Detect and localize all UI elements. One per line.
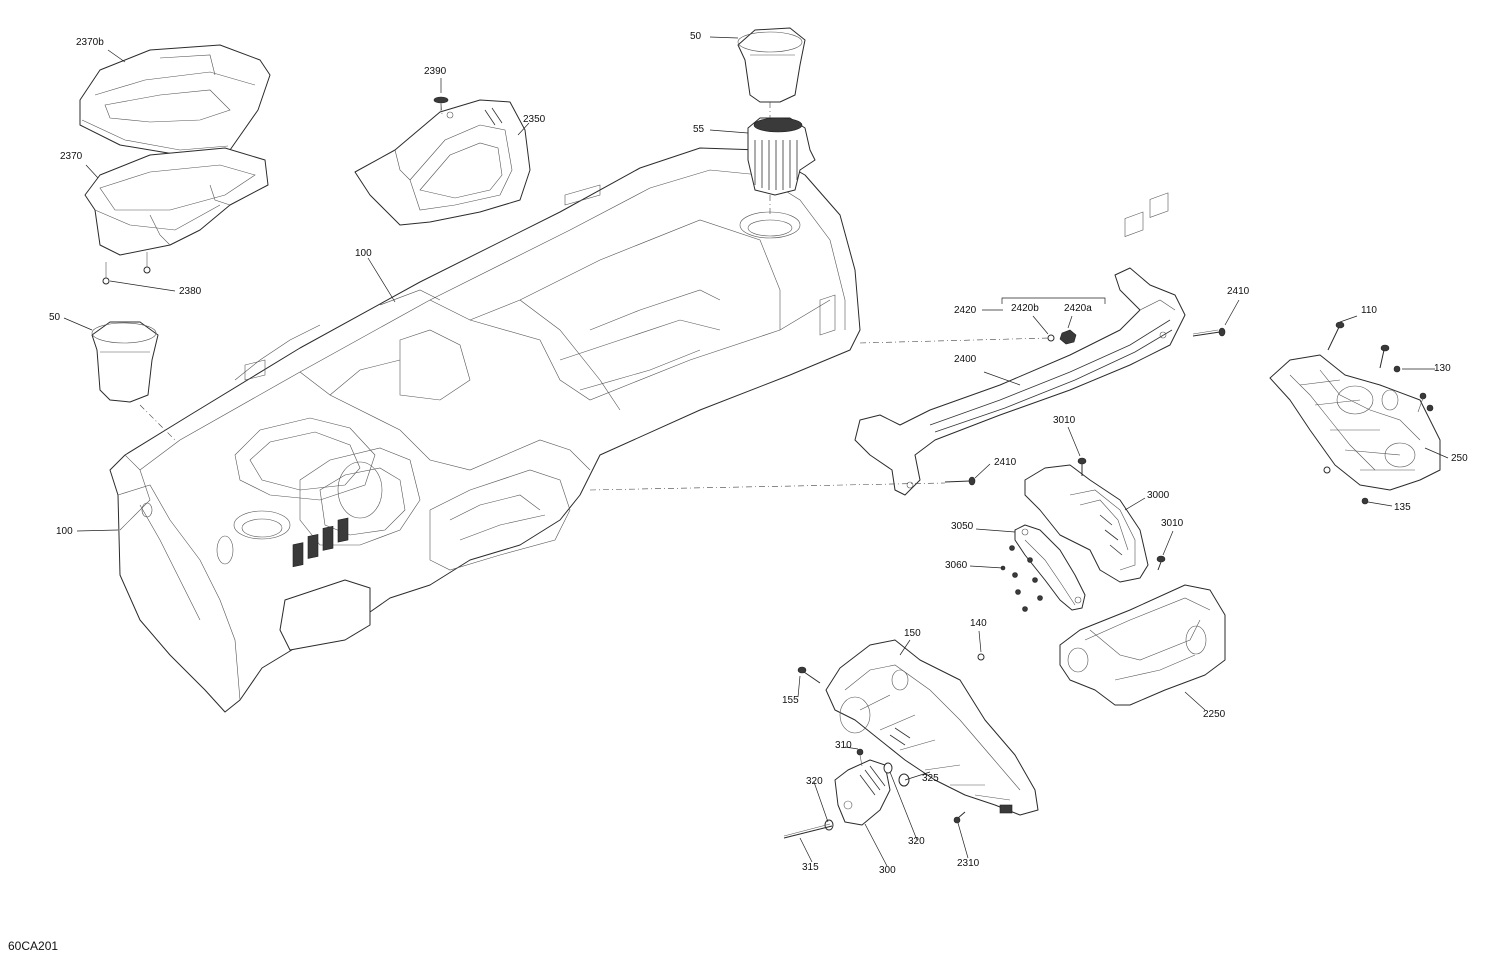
cup-holder-sleeve-55 bbox=[747, 117, 816, 196]
callout-2380: 2380 bbox=[179, 286, 202, 297]
nut-140 bbox=[977, 653, 985, 661]
callout-320-left: 320 bbox=[806, 776, 823, 787]
callout-3060: 3060 bbox=[945, 560, 968, 571]
callout-3000: 3000 bbox=[1147, 490, 1170, 501]
callout-135: 135 bbox=[1394, 502, 1411, 513]
hinge-bracket-300 bbox=[834, 759, 891, 826]
callout-2410-left: 2410 bbox=[994, 457, 1017, 468]
callout-2420b: 2420b bbox=[1011, 303, 1039, 314]
callout-55: 55 bbox=[693, 124, 705, 135]
callout-100-left: 100 bbox=[56, 526, 73, 537]
grab-bar-2400 bbox=[854, 267, 1186, 496]
callout-300: 300 bbox=[879, 865, 896, 876]
bolts-130 bbox=[1393, 365, 1434, 413]
screws-3010 bbox=[1077, 457, 1166, 571]
callout-3050: 3050 bbox=[951, 521, 974, 532]
callout-250: 250 bbox=[1451, 453, 1468, 464]
storage-bin-2370 bbox=[84, 147, 269, 256]
fasteners-2380 bbox=[102, 252, 151, 285]
callout-2420a: 2420a bbox=[1064, 303, 1092, 314]
callout-320-bottom: 320 bbox=[908, 836, 925, 847]
figure-code: 60CA201 bbox=[8, 939, 59, 953]
washer-2420b bbox=[1047, 334, 1055, 342]
dashboard-body bbox=[109, 147, 861, 713]
bolt-155 bbox=[797, 666, 821, 684]
washer-310 bbox=[856, 748, 864, 767]
callout-2350: 2350 bbox=[523, 114, 546, 125]
cover-3000 bbox=[1024, 464, 1149, 583]
screw-2410-left bbox=[944, 476, 976, 486]
bolts-110 bbox=[1327, 321, 1390, 369]
callout-2310: 2310 bbox=[957, 858, 980, 869]
callout-2400: 2400 bbox=[954, 354, 977, 365]
leader-lines bbox=[63, 36, 1449, 867]
callout-155: 155 bbox=[782, 695, 799, 706]
callout-310: 310 bbox=[835, 740, 852, 751]
callout-2390: 2390 bbox=[424, 66, 447, 77]
callout-3010-right: 3010 bbox=[1161, 518, 1184, 529]
bracket-150 bbox=[825, 639, 1039, 816]
callout-2370: 2370 bbox=[60, 151, 83, 162]
bolt-2310 bbox=[953, 811, 966, 824]
cap-2390 bbox=[433, 96, 449, 112]
callout-2410-right: 2410 bbox=[1227, 286, 1250, 297]
assembly-lines bbox=[139, 102, 1051, 491]
callout-2250: 2250 bbox=[1203, 709, 1226, 720]
nut-2420a bbox=[1059, 329, 1077, 345]
callout-2420: 2420 bbox=[954, 305, 977, 316]
callout-150: 150 bbox=[904, 628, 921, 639]
callout-50-top: 50 bbox=[690, 31, 702, 42]
nuts-3060 bbox=[1000, 545, 1043, 612]
callout-325: 325 bbox=[922, 773, 939, 784]
callout-130: 130 bbox=[1434, 363, 1451, 374]
bracket-3050 bbox=[1014, 524, 1086, 611]
callout-140: 140 bbox=[970, 618, 987, 629]
callout-315: 315 bbox=[802, 862, 819, 873]
callout-2370b: 2370b bbox=[76, 37, 104, 48]
nut-135 bbox=[1323, 466, 1369, 505]
screw-2410-right bbox=[1192, 327, 1226, 337]
callout-3010-top: 3010 bbox=[1053, 415, 1076, 426]
pin-315 bbox=[783, 823, 833, 839]
bracket-250 bbox=[1269, 354, 1441, 491]
callout-100-top: 100 bbox=[355, 248, 372, 259]
cup-holder-insert-50-top bbox=[737, 27, 806, 103]
callout-50-left: 50 bbox=[49, 312, 61, 323]
trim-cover-2250 bbox=[1059, 192, 1226, 706]
callout-110: 110 bbox=[1361, 305, 1377, 316]
storage-lid-2370b bbox=[79, 44, 271, 156]
cup-holder-insert-50-left bbox=[91, 321, 159, 403]
bezel-panel-2350 bbox=[354, 99, 531, 226]
